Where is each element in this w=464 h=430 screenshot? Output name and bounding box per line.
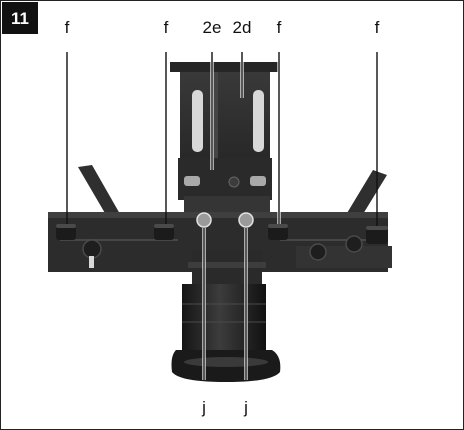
label-f-1: f: [65, 18, 70, 37]
left-round-knob: [82, 239, 102, 259]
device-illustration: [48, 62, 392, 382]
tube-body: [182, 284, 266, 352]
figure-number-badge: [2, 2, 38, 34]
thumb-screw-left: [184, 176, 200, 186]
adjustment-knob-1: [56, 224, 76, 240]
neck-collar-ring: [188, 262, 266, 268]
locating-pin-right: [238, 212, 254, 228]
label-j-1: j: [201, 398, 206, 417]
adjustment-knob-4: [366, 226, 388, 244]
adjustment-knob-3: [268, 224, 288, 240]
clamp-knob: [228, 176, 240, 188]
label-f-2: f: [164, 18, 169, 37]
thumb-screw-right: [250, 176, 266, 186]
label-f-3: f: [277, 18, 282, 37]
label-2e: 2e: [203, 18, 222, 37]
leader-lines: [66, 52, 378, 380]
upright-slot-left: [192, 90, 203, 152]
tube-flange-highlight: [184, 357, 268, 367]
upright-rib: [214, 72, 218, 162]
upright-slot-right: [253, 90, 264, 152]
label-j-2: j: [243, 398, 248, 417]
adjustment-knob-2: [154, 224, 174, 240]
base-rail-top-edge: [48, 212, 388, 218]
figure-number: 11: [11, 9, 29, 28]
right-round-knob-b: [345, 235, 363, 253]
label-f-4: f: [375, 18, 380, 37]
right-round-knob-a: [309, 243, 327, 261]
locating-pin-left: [196, 212, 212, 228]
label-2d: 2d: [233, 18, 252, 37]
left-pointer: [89, 256, 94, 268]
upright-top-lip: [170, 62, 280, 72]
